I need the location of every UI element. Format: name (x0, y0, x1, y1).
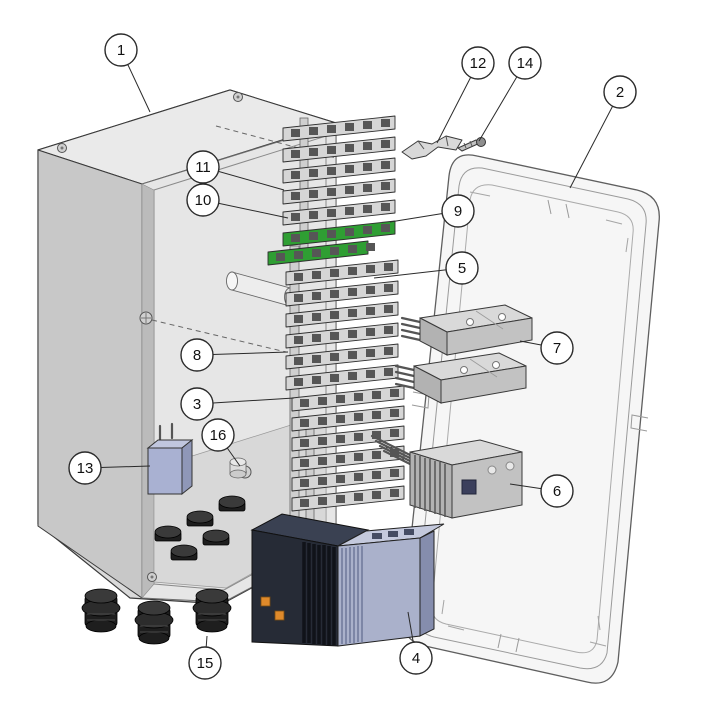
terminal-stack-upper (267, 115, 396, 266)
callout-6: 6 (509, 474, 574, 508)
callout-16-label: 16 (210, 427, 227, 444)
callout-12-label: 12 (470, 55, 487, 72)
callout-13: 13 (68, 451, 151, 485)
cable-gland (134, 600, 174, 645)
blue-component (146, 422, 194, 496)
relay-module (250, 513, 445, 647)
callout-15-label: 15 (197, 655, 214, 672)
callout-8-label: 8 (193, 347, 201, 364)
callout-1: 1 (104, 33, 151, 113)
callout-4-label: 4 (412, 650, 420, 667)
indicator-block (260, 596, 271, 607)
callout-6-label: 6 (553, 483, 561, 500)
callout-5-label: 5 (458, 260, 466, 277)
callout-13-label: 13 (77, 460, 94, 477)
enclosure-lid (402, 154, 660, 684)
callout-11-label: 11 (195, 159, 211, 176)
plug-connector (394, 352, 527, 404)
lid-edge-tabs (411, 199, 649, 653)
callout-14-label: 14 (517, 55, 534, 72)
indicator-block (274, 610, 285, 621)
spacer-post (229, 457, 247, 479)
callout-9-label: 9 (454, 203, 462, 220)
callout-2-label: 2 (616, 84, 624, 101)
cable-gland (81, 588, 121, 633)
screw (457, 137, 486, 152)
enclosure-base (37, 89, 338, 605)
callout-8: 8 (180, 338, 289, 372)
callout-15: 15 (188, 635, 222, 680)
callout-14: 14 (478, 46, 542, 142)
plug-connectors (394, 304, 533, 404)
callout-10: 10 (186, 183, 289, 219)
cable-glands (81, 588, 232, 645)
enclosure-left-wall (37, 149, 143, 599)
callout-2: 2 (569, 75, 637, 189)
callout-7-label: 7 (553, 340, 561, 357)
relay-fins (302, 542, 336, 645)
callout-3-label: 3 (193, 396, 201, 413)
heatsink-module (370, 434, 523, 519)
mounting-clip (401, 135, 463, 160)
callout-1-label: 1 (117, 42, 125, 59)
callout-5: 5 (373, 251, 479, 285)
terminal-stack-middle (285, 259, 399, 391)
internal-gland-caps (154, 495, 246, 561)
alignment-dashed-line (151, 319, 287, 353)
heatsink-fins (414, 455, 446, 517)
callout-16: 16 (201, 418, 241, 467)
callouts-layer: 1 12 14 2 11 10 9 5 (68, 33, 637, 680)
callout-10-label: 10 (195, 192, 212, 209)
callout-3: 3 (180, 387, 295, 421)
plug-connector (400, 304, 533, 356)
callout-7: 7 (519, 331, 574, 365)
callout-11: 11 (186, 150, 285, 191)
relay-blue-fins (341, 546, 363, 644)
callout-4: 4 (399, 611, 433, 675)
callout-12: 12 (436, 46, 495, 144)
cable-gland (192, 588, 232, 633)
callout-9: 9 (389, 194, 475, 228)
terminal-stack-lower (291, 385, 405, 512)
